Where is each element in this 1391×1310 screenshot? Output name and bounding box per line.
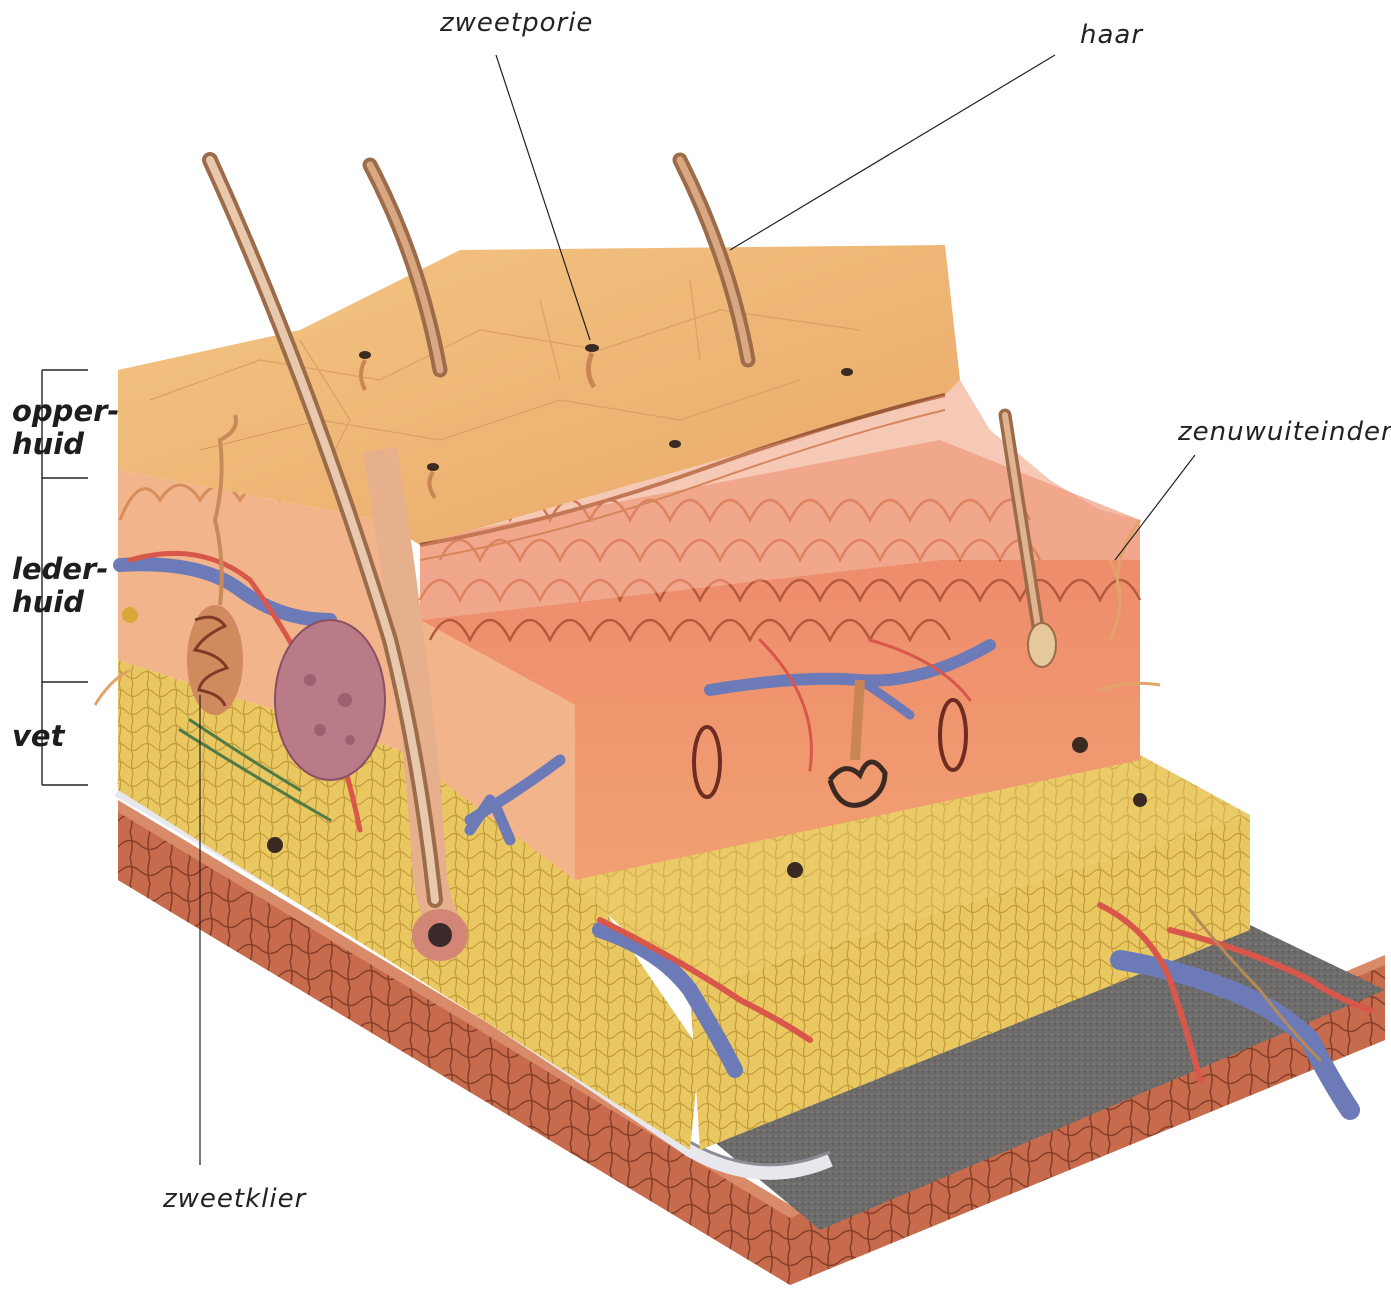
label-haar: haar <box>1080 20 1143 50</box>
layer-label-vet: vet <box>12 720 64 753</box>
leader-zenuwuiteinden <box>1115 455 1195 560</box>
label-zenuwuiteinden: zenuwuiteinden <box>1178 417 1391 447</box>
leader-haar <box>730 55 1055 250</box>
label-zweetporie: zweetporie <box>440 8 593 38</box>
layer-label-opperhuid: opper- huid <box>12 395 119 461</box>
label-zweetklier: zweetklier <box>163 1184 306 1214</box>
sebaceous-gland <box>275 620 385 780</box>
layer-label-lederhuid: leder- huid <box>12 553 108 619</box>
